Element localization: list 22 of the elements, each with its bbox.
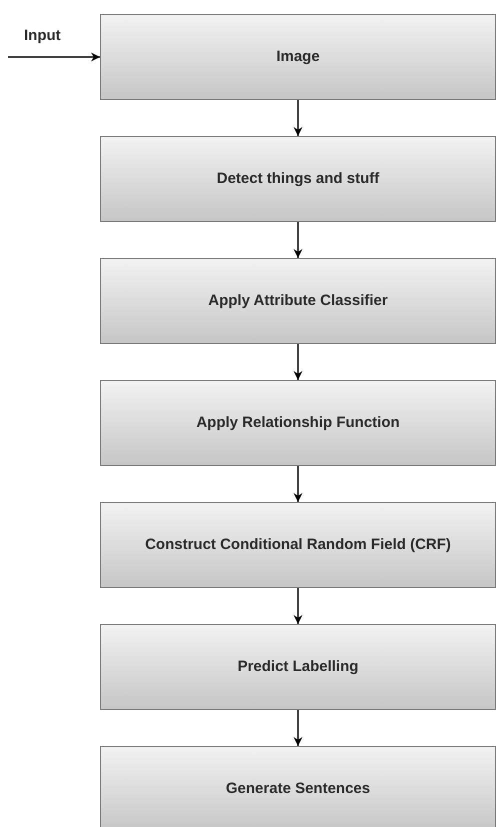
process-box [100,380,496,466]
process-box [100,258,496,344]
box-label: Apply Relationship Function [195,414,401,432]
arrow [294,710,302,746]
arrow [294,588,302,624]
process-box [100,136,496,222]
arrow [8,52,100,62]
box-label: Image [275,48,321,66]
arrow [294,222,302,258]
edge-label: Input [24,27,61,44]
box-label: Generate Sentences [224,780,372,798]
box-label: Predict Labelling [236,658,360,676]
arrow [294,466,302,502]
process-box [100,14,496,100]
box-label: Construct Conditional Random Field (CRF) [144,536,452,554]
process-box [100,502,496,588]
process-box [100,746,496,827]
box-label: Detect things and stuff [216,170,380,188]
arrow [294,100,302,136]
process-box [100,624,496,710]
arrow [294,344,302,380]
box-label: Apply Attribute Classifier [207,292,389,310]
